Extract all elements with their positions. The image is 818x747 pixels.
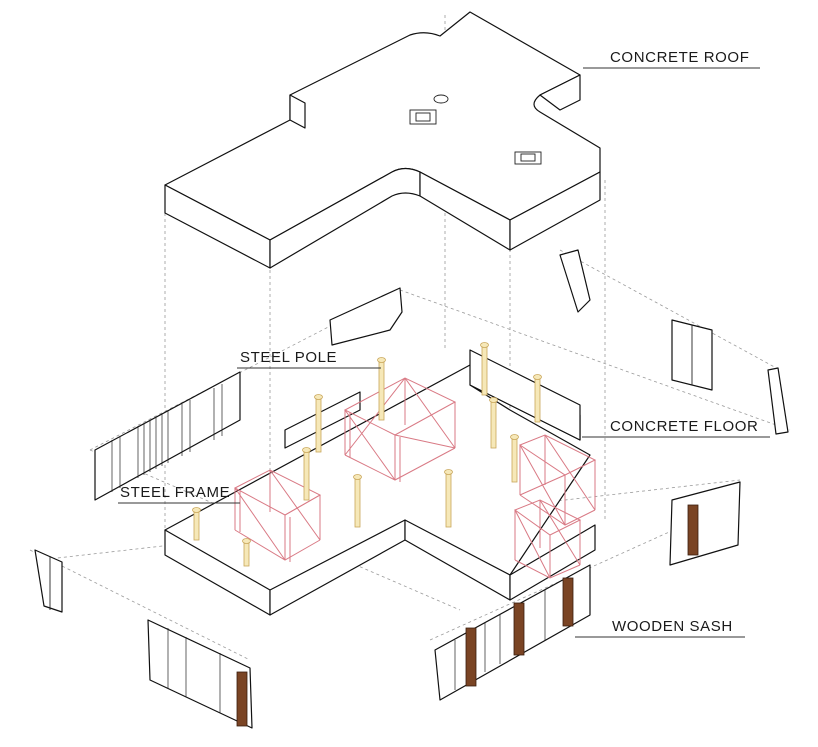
- steel-pole: [314, 394, 323, 453]
- left-sash-wall: [94, 371, 241, 501]
- wooden-sash-panel: [562, 577, 574, 627]
- wooden-sash-label: WOODEN SASH: [612, 618, 733, 635]
- wooden-sash-panel: [513, 602, 525, 656]
- label-steel-pole: STEEL POLE: [237, 349, 381, 369]
- steel-frame: [233, 469, 322, 562]
- steel-frame-group: [233, 377, 597, 579]
- steel-pole: [377, 357, 386, 421]
- label-steel-frame: STEEL FRAME: [118, 484, 240, 504]
- wall-fragments: [34, 249, 789, 613]
- roof-skylight: [520, 153, 536, 162]
- steel-pole: [242, 538, 251, 567]
- wooden-sash-panel: [687, 504, 699, 556]
- steel-pole: [489, 397, 498, 449]
- roof-vent: [433, 94, 449, 104]
- steel-pole: [302, 447, 311, 501]
- concrete-floor: [164, 349, 596, 616]
- concrete-roof-label: CONCRETE ROOF: [610, 49, 749, 66]
- wooden-sash-walls: [147, 481, 741, 729]
- steel-pole: [353, 474, 362, 528]
- label-concrete-roof: CONCRETE ROOF: [583, 49, 760, 69]
- steel-frame: [518, 434, 597, 526]
- steel-frame: [513, 499, 582, 579]
- steel-frame: [343, 377, 457, 482]
- steel-pole: [192, 507, 201, 541]
- steel-pole: [444, 469, 453, 528]
- wooden-sash-panel: [236, 671, 248, 727]
- wooden-sash-panel: [465, 627, 477, 687]
- steel-pole: [480, 342, 489, 396]
- steel-pole-group: [192, 342, 542, 567]
- label-wooden-sash: WOODEN SASH: [575, 618, 745, 638]
- steel-pole: [510, 434, 519, 483]
- concrete-roof: [164, 11, 601, 269]
- roof-skylight: [415, 112, 431, 122]
- label-concrete-floor: CONCRETE FLOOR: [582, 418, 770, 438]
- concrete-floor-label: CONCRETE FLOOR: [610, 418, 758, 435]
- steel-pole: [533, 374, 542, 423]
- steel-frame-label: STEEL FRAME: [120, 484, 230, 501]
- steel-pole-label: STEEL POLE: [240, 349, 337, 366]
